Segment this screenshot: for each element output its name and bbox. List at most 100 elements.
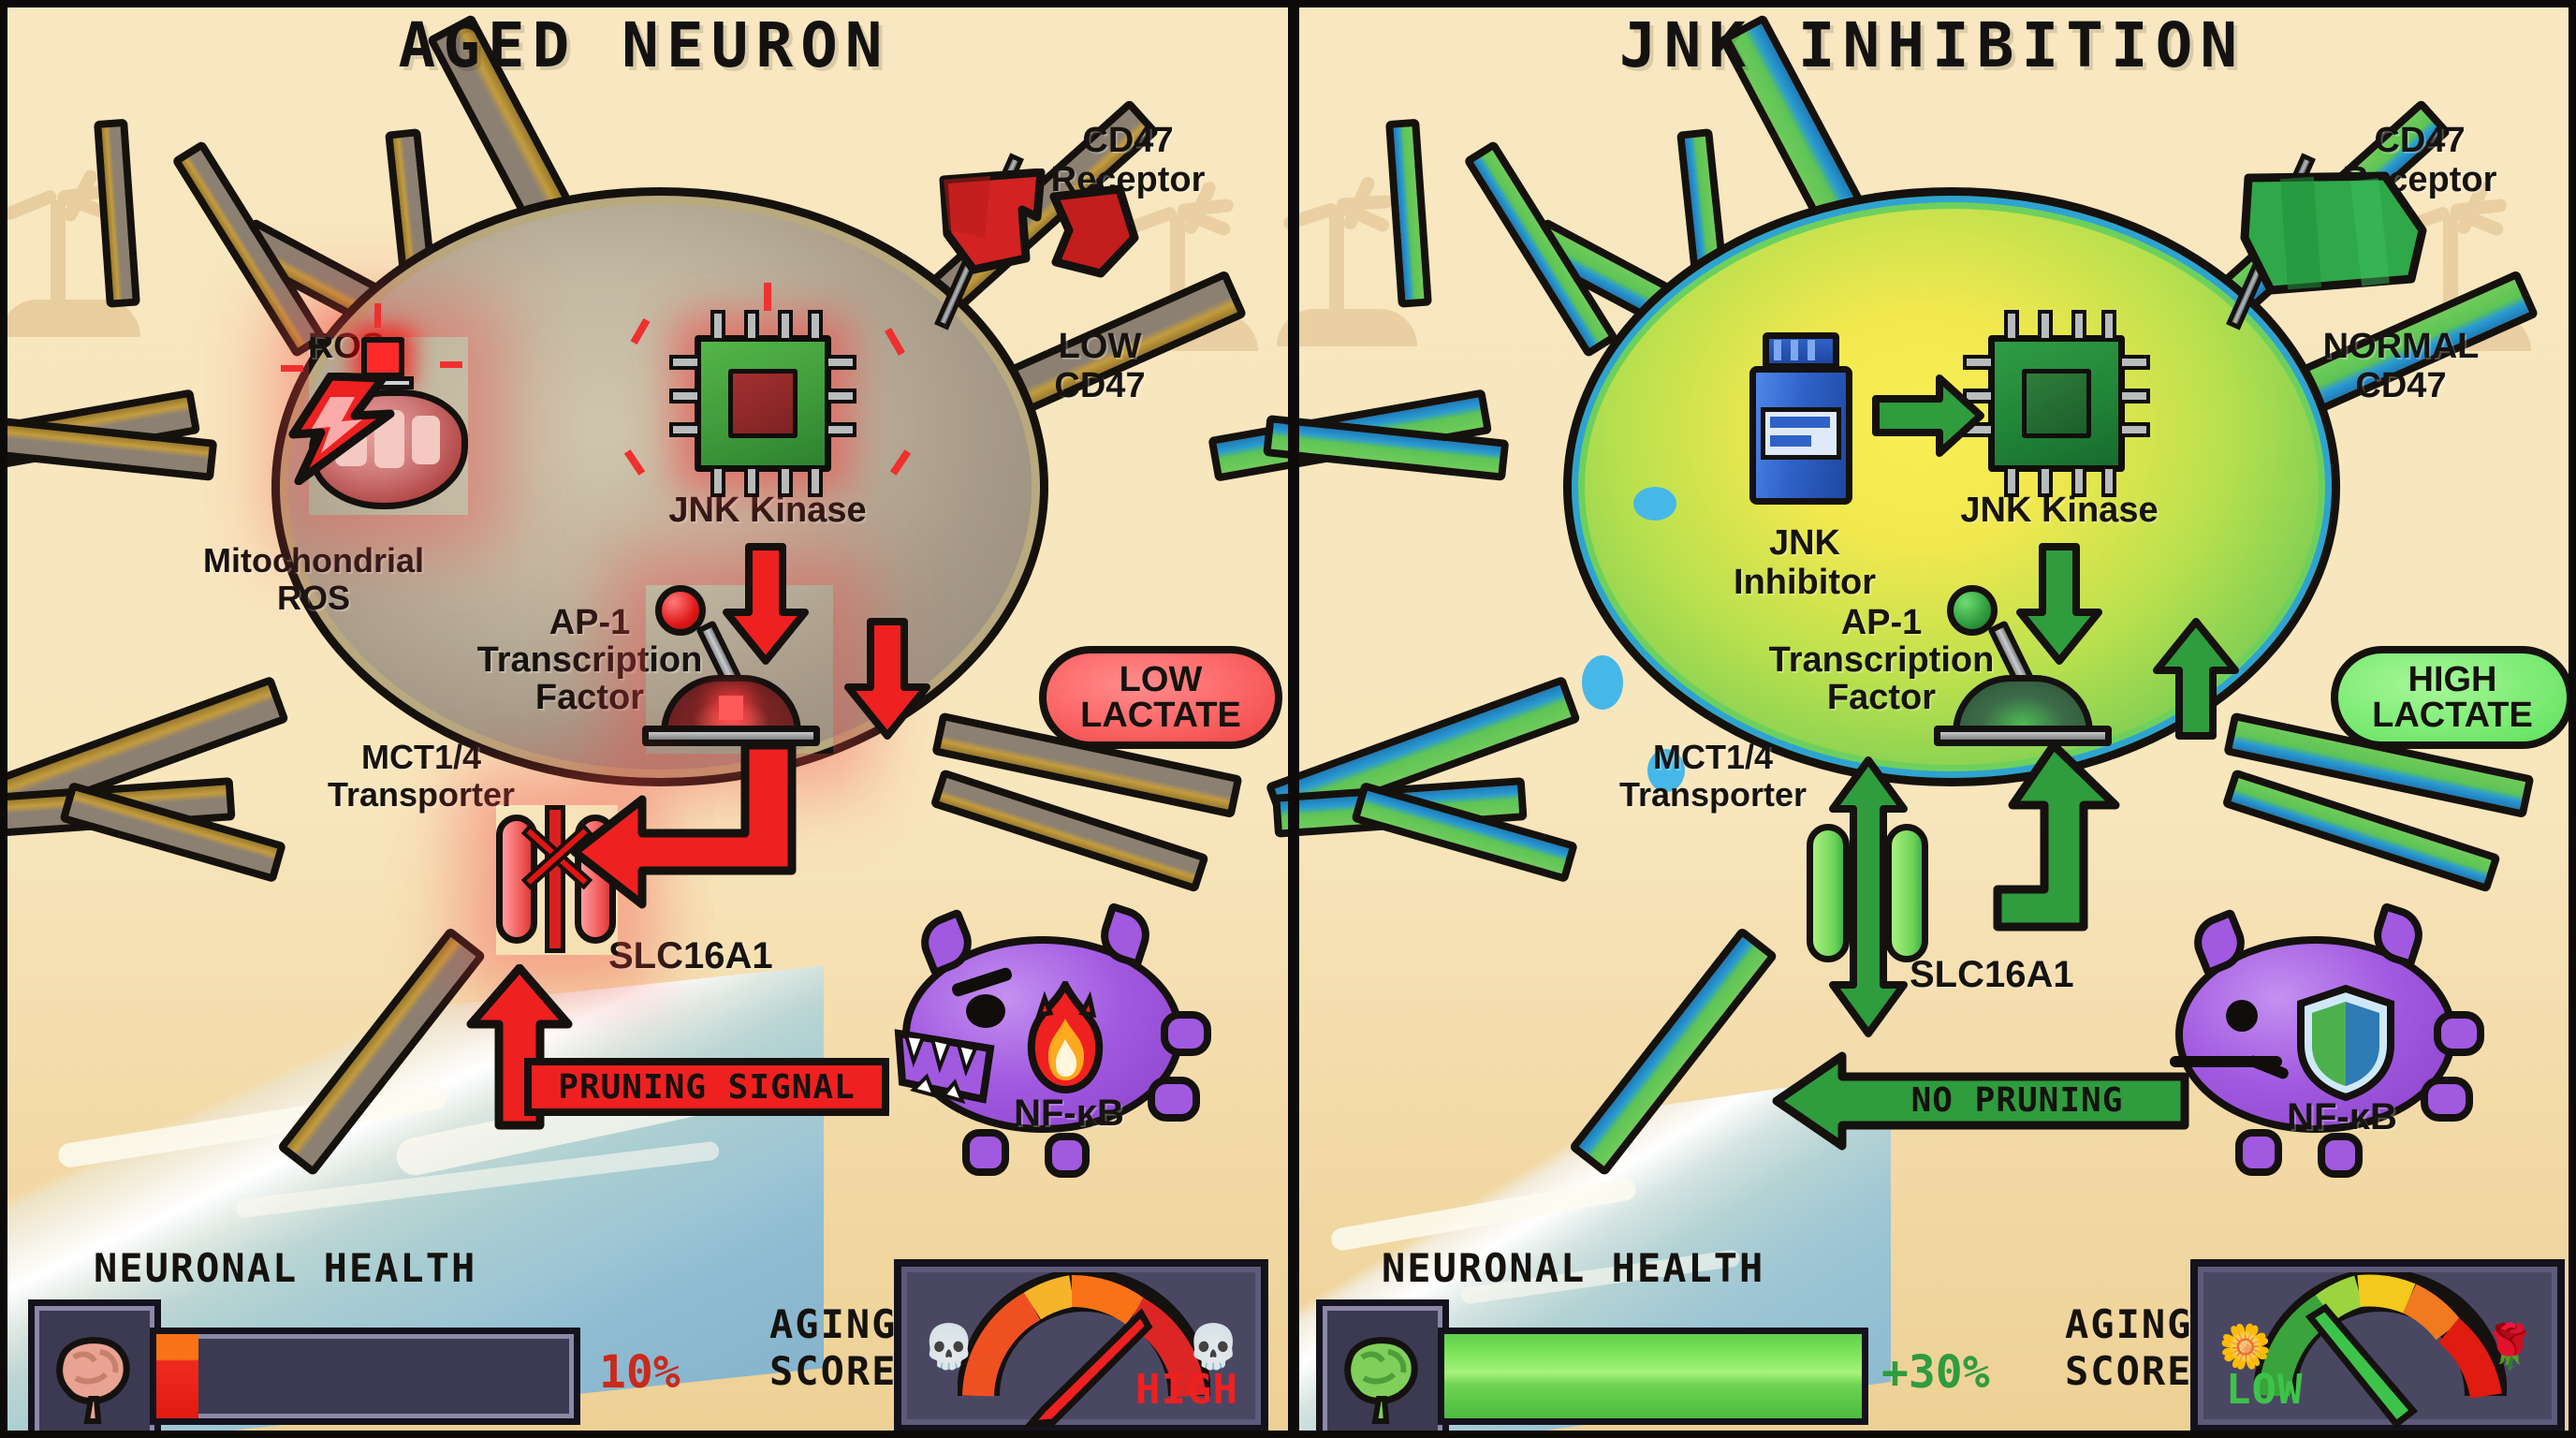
label-ap1-healthy-line3: Factor	[1826, 678, 1937, 717]
hud-aging-label-aged-line2: SCORE	[769, 1348, 898, 1394]
label-jnk-kinase-healthy: JNK Kinase	[1960, 491, 2159, 530]
lactate-badge-line2: LACTATE	[2372, 696, 2533, 735]
lactate-badge-line1: LOW	[1119, 660, 1203, 699]
chip-pin	[1963, 355, 1995, 370]
health-icon-box-aged	[28, 1299, 161, 1438]
chip-core	[2022, 369, 2091, 438]
chip-pin	[2004, 310, 2019, 342]
label-ap1-aged-line2: Transcription	[476, 640, 703, 680]
vacuole	[1647, 749, 1685, 792]
gauge-word-aged: HIGH	[1135, 1366, 1238, 1414]
chip-pin	[2071, 310, 2086, 342]
lactate-badge-aged: LOW LACTATE	[1039, 646, 1282, 749]
jnk-inhibitor-bottle-icon[interactable]	[1746, 332, 1856, 506]
chip-pin	[2038, 465, 2053, 497]
label-slc16a1-healthy: SLC16A1	[1910, 954, 2074, 995]
hud-aging-label-healthy-line1: AGING	[2065, 1301, 2193, 1347]
chip-pin	[2118, 422, 2150, 437]
label-slc16a1-aged: SLC16A1	[608, 935, 773, 976]
label-cd47-healthy-title1: CD47	[2374, 121, 2466, 160]
health-bar-fill-healthy	[1444, 1334, 1862, 1418]
chip-pin	[825, 389, 856, 404]
microglia-angry: NF-κB	[880, 899, 1217, 1208]
ap1-lever-healthy[interactable]	[1934, 585, 2125, 754]
label-cd47-healthy-status2: CD47	[2355, 366, 2447, 405]
chip-pin	[710, 465, 725, 497]
frame-bottom	[0, 1431, 2576, 1438]
chip-pin	[2118, 355, 2150, 370]
label-ap1-healthy-line1: AP-1	[1840, 603, 1923, 642]
gauge-needle-healthy	[2305, 1303, 2419, 1429]
flower-white-icon: 🌼	[2218, 1322, 2273, 1371]
health-icon-box-healthy	[1316, 1299, 1449, 1438]
no-pruning-text: NO PRUNING	[1910, 1080, 2124, 1120]
skull-icon-left: 💀	[922, 1322, 976, 1371]
label-mct-healthy-line1: MCT1/4	[1652, 738, 1774, 776]
chip-pin	[2118, 389, 2150, 404]
flower-red-icon: 🌹	[2482, 1322, 2537, 1371]
cd47-flag-intact-icon	[2240, 171, 2427, 295]
label-jnk-inhibitor-line2: Inhibitor	[1734, 563, 1876, 602]
hud-aging-label-healthy-line2: SCORE	[2065, 1348, 2193, 1394]
label-jnk-kinase-aged: JNK Kinase	[668, 491, 867, 530]
label-mct-aged-line1: MCT1/4	[360, 738, 482, 776]
chip-pin	[744, 465, 759, 497]
arrow-down-red-1	[723, 543, 809, 665]
label-cd47-aged-title1: CD47	[1082, 121, 1174, 160]
chip-pin	[778, 465, 793, 497]
arrow-right-green	[1872, 374, 1984, 457]
label-mitochondrial-ros-line2: ROS	[276, 579, 350, 617]
label-cd47-aged-status2: CD47	[1054, 366, 1146, 405]
lactate-badge-healthy: HIGH LACTATE	[2331, 646, 2574, 749]
chip-pin	[825, 355, 856, 370]
arrow-down-red-2	[844, 618, 930, 740]
health-percent-aged: 10%	[599, 1346, 681, 1399]
jnk-kinase-chip-aged-body[interactable]	[669, 310, 856, 497]
chip-pin	[669, 422, 701, 437]
label-ap1-healthy-line2: Transcription	[1768, 640, 1995, 680]
arrow-up-green-1	[2153, 618, 2239, 740]
flame-icon	[1027, 981, 1104, 1094]
frame-right	[2569, 0, 2576, 1438]
chip-pin	[778, 310, 793, 342]
microglia-calm: NF-κB	[2153, 899, 2490, 1208]
transporter-open-icon[interactable]	[1807, 824, 1928, 974]
arrow-elbow-red	[570, 741, 797, 909]
chip-pin	[808, 465, 823, 497]
health-bar-fill-aged	[156, 1334, 198, 1418]
aging-gauge-box-aged: 💀 💀 HIGH	[894, 1259, 1268, 1432]
chip-pin	[2101, 465, 2116, 497]
frame-left	[0, 0, 7, 1438]
panel-title-inhibited: JNK INHIBITION	[1618, 9, 2246, 81]
chip-core	[728, 369, 798, 438]
label-cd47-aged-status1: LOW	[1058, 327, 1142, 366]
arrow-double-green-transport	[1829, 756, 1908, 1037]
chip-pin	[710, 310, 725, 342]
vacuole	[1582, 655, 1623, 710]
chip-pin	[2038, 310, 2053, 342]
pruning-signal-text: PRUNING SIGNAL	[558, 1067, 856, 1107]
label-cd47-healthy-status1: NORMAL	[2322, 327, 2480, 366]
panel-divider	[1288, 0, 1299, 1438]
ap1-lever-aged[interactable]	[642, 585, 833, 754]
jnk-kinase-chip-healthy[interactable]	[1963, 310, 2150, 497]
panel-title-aged: AGED NEURON	[398, 9, 890, 81]
skull-icon-right: 💀	[1186, 1322, 1240, 1371]
health-percent-healthy: +30%	[1881, 1346, 1990, 1399]
no-pruning-text-wrap: NO PRUNING	[1853, 1078, 2181, 1122]
label-ap1-aged-line1: AP-1	[549, 603, 631, 642]
health-bar-track-healthy	[1438, 1328, 1868, 1425]
hud-aging-label-aged-line1: AGING	[769, 1301, 898, 1347]
chip-pin	[2004, 465, 2019, 497]
microglia-label-healthy: NF-κB	[2287, 1096, 2397, 1137]
chip-pin	[1963, 389, 1995, 404]
chip-pin	[2071, 465, 2086, 497]
chip-pin	[744, 310, 759, 342]
palm-tree-icon-3	[1277, 169, 1451, 356]
chip-pin	[669, 355, 701, 370]
pruning-signal-banner: PRUNING SIGNAL	[524, 1058, 889, 1116]
hud-health-label-healthy: NEURONAL HEALTH	[1382, 1245, 1765, 1291]
vacuole	[1633, 487, 1676, 521]
palm-tree-icon	[0, 159, 150, 346]
